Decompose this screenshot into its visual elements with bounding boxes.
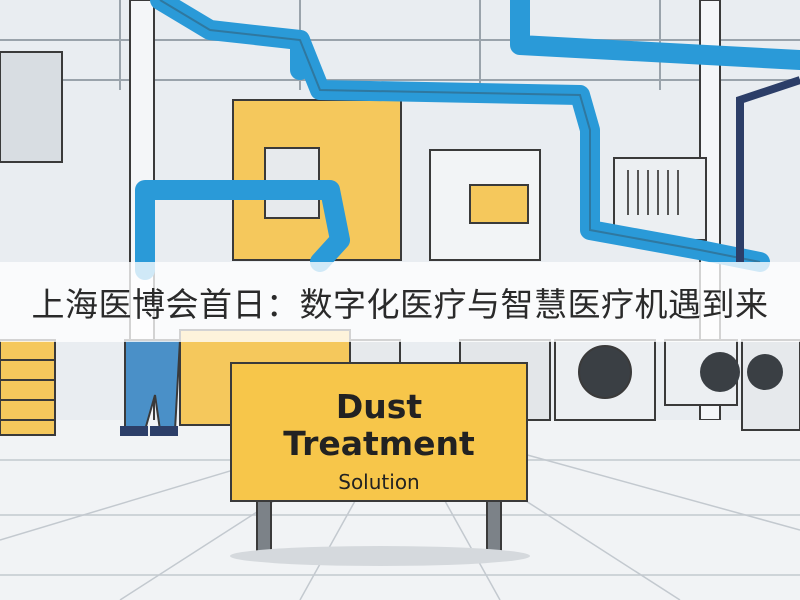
caption-title: 上海医博会首日：数字化医疗与智慧医疗机遇到来 (31, 285, 769, 324)
sign-post-right (486, 499, 502, 556)
blue-duct-pipes (135, 0, 800, 280)
shelf-boards (0, 359, 55, 421)
fan-edge-icon (747, 354, 783, 390)
fan-right-icon (700, 352, 740, 392)
sign-text-solution: Solution (338, 470, 420, 494)
sign-text-dust: Dust (335, 387, 423, 426)
wall-cabinet (0, 51, 63, 163)
hvac-unit (613, 157, 707, 241)
sign-post-left (256, 499, 272, 556)
pipe-outlines (159, 0, 761, 263)
caption-band: 上海医博会首日：数字化医疗与智慧医疗机遇到来 (0, 262, 800, 342)
sign-shadow (230, 546, 530, 566)
dust-treatment-sign: Dust Treatment Solution (230, 362, 528, 502)
dark-conduit (736, 76, 800, 262)
fan-center-icon (578, 345, 632, 399)
hvac-grille (627, 170, 679, 215)
sign-text-treatment: Treatment (283, 424, 475, 463)
door-window (469, 184, 529, 224)
